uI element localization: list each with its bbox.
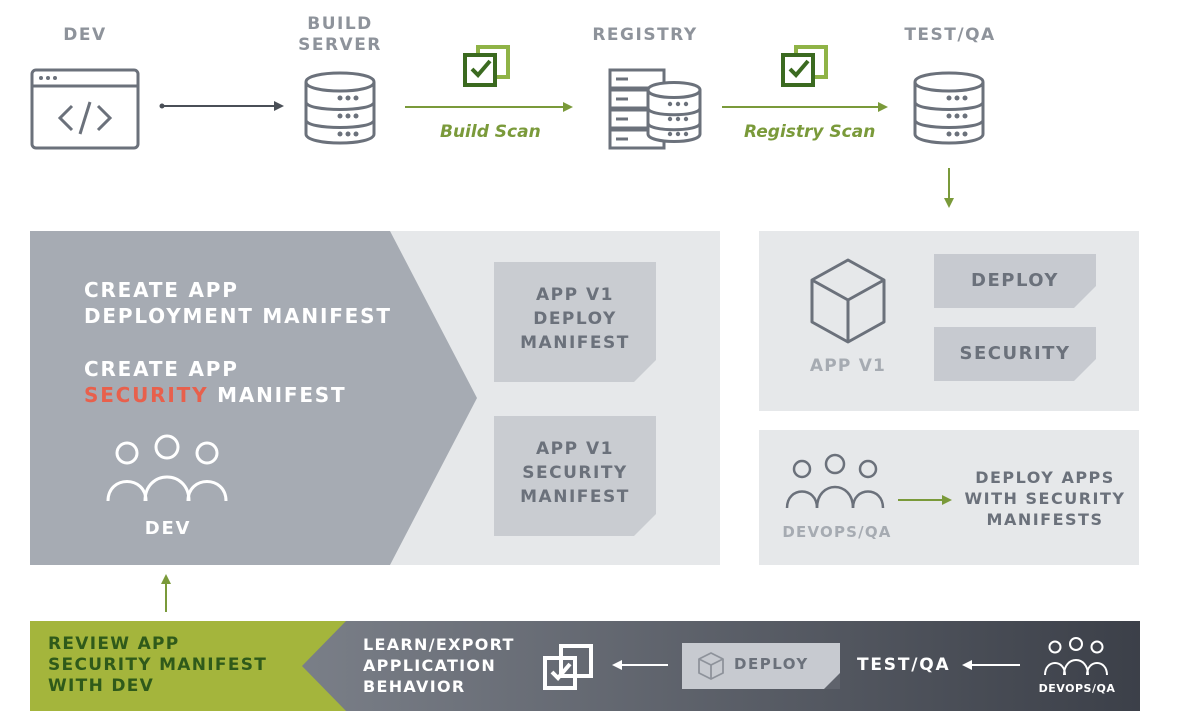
bottom-testqa-label: TEST/QA [857,655,951,675]
bottom-deploy-tag-text: DEPLOY [734,655,809,673]
testqa-database-icon [913,71,985,145]
review-up-arrow [161,574,171,612]
bottom-deploy-cube-icon [698,652,724,680]
security-tag-text: SECURITY [959,343,1071,364]
devops-to-testqa-arrow [962,660,1020,670]
bottom-devops-team-icon [1044,637,1108,676]
deploy-tag: DEPLOY [934,254,1096,308]
build-scan-check-icon [463,45,510,87]
deploy-apps-text: DEPLOY APPS WITH SECURITY MANIFESTS [964,468,1126,529]
registry-scan-label: Registry Scan [744,122,876,142]
dev-to-build-arrow [159,101,284,111]
learn-export-text: LEARN/EXPORT APPLICATION BEHAVIOR [363,635,515,696]
devops-to-deploy-arrow [898,495,952,505]
deploy-tag-text: DEPLOY [971,270,1059,291]
create-security-manifest-line2: SECURITY MANIFEST [84,383,346,407]
deploy-to-learn-arrow [612,660,668,670]
registry-scan-arrow [722,102,888,112]
dev-team-icon [106,434,228,502]
build-server-database-icon [304,71,376,145]
build-scan-label: Build Scan [440,122,541,142]
deploy-manifest-text: APP V1 DEPLOY MANIFEST [520,285,630,353]
security-highlight: SECURITY [84,383,209,407]
devops-team-icon [785,453,885,509]
dev-team-label: DEV [144,518,192,539]
build-server-label: BUILD SERVER [298,14,382,55]
app-v1-label: APP V1 [809,356,887,376]
review-manifest-text: REVIEW APP SECURITY MANIFEST WITH DEV [48,634,268,696]
create-manifest-chevron [30,231,477,565]
code-window-icon [30,68,140,150]
security-manifest-text: APP V1 SECURITY MANIFEST [520,439,630,507]
security-tag: SECURITY [934,327,1096,381]
app-v1-deploy-manifest-note: APP V1 DEPLOY MANIFEST [494,262,656,382]
app-v1-security-manifest-note: APP V1 SECURITY MANIFEST [494,416,656,536]
testqa-label: TEST/QA [904,25,996,45]
create-security-manifest-line1: CREATE APP [84,357,239,381]
bottom-deploy-tag: DEPLOY [682,643,840,689]
devops-qa-label: DEVOPS/QA [782,523,892,541]
app-cube-icon [810,258,886,344]
create-deployment-manifest-line1: CREATE APP [84,278,239,302]
dev-label: DEV [63,25,107,45]
bottom-devops-qa-label: DEVOPS/QA [1038,682,1116,695]
export-check-icon [543,644,593,690]
testqa-down-arrow [944,168,954,208]
create-deployment-manifest-line2: DEPLOYMENT MANIFEST [84,304,392,328]
build-scan-arrow [405,102,573,112]
registry-scan-check-icon [781,45,828,87]
security-manifest-rest: MANIFEST [208,383,347,407]
deploy-apps-panel [759,430,1139,565]
registry-server-stack-icon [608,68,702,150]
registry-label: REGISTRY [592,25,698,45]
bottom-flow-bar [30,621,1140,711]
